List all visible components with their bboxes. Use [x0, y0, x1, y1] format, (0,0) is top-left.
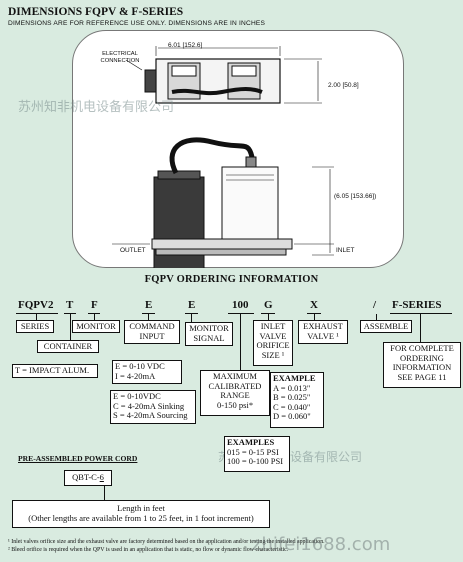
command-input-options: E = 0-10 VDC I = 4-20mA — [112, 360, 182, 384]
page-title: DIMENSIONS FQPV & F-SERIES — [8, 6, 184, 18]
top-view — [125, 46, 322, 104]
power-cord-code-prefix: QBT-C- — [72, 472, 100, 482]
power-cord-length-box: Length in feet (Other lengths are availa… — [12, 500, 270, 528]
inlet-valve-orifice-box: INLET VALVE ORIFICE SIZE ¹ — [253, 320, 293, 366]
monitor-signal-options: E = 0-10VDC C = 4-20mA Sinking S = 4-20m… — [110, 390, 196, 424]
complete-ordering-box: FOR COMPLETE ORDERING INFORMATION SEE PA… — [383, 342, 461, 388]
container-box: CONTAINER — [37, 340, 99, 353]
code-x: X — [310, 299, 318, 311]
dimension-drawing — [112, 46, 334, 268]
height-dimension: (6.05 [153.66]) — [334, 193, 377, 200]
footnote-1: ¹ Inlet valves orifice size and the exha… — [8, 539, 325, 545]
range-examples-box: EXAMPLES 015 = 0-15 PSI 100 = 0-100 PSI — [224, 436, 290, 472]
orifice-example-box: EXAMPLE A = 0.013" B = 0.025" C = 0.040"… — [270, 372, 324, 428]
code-e-command: E — [145, 299, 153, 311]
depth-dimension: 2.00 [50.8] — [328, 82, 359, 89]
orifice-example-title: EXAMPLE — [273, 373, 316, 383]
electrical-connection-label: ELECTRICAL CONNECTION — [100, 51, 140, 64]
code-100: 100 — [232, 299, 249, 311]
watermark-bottom: zhifei1688.com — [252, 534, 391, 555]
code-f: F — [91, 299, 98, 311]
power-cord-code-digit: 6 — [99, 472, 104, 482]
assemble-box: ASSEMBLE — [360, 320, 412, 333]
power-cord-code-box: QBT-C-6 — [64, 470, 112, 486]
watermark-top: 苏州知非机电设备有限公司 — [18, 100, 175, 115]
footnotes: ¹ Inlet valves orifice size and the exha… — [8, 538, 460, 554]
code-t: T — [66, 299, 74, 311]
monitor-signal-box: MONITOR SIGNAL — [185, 322, 233, 346]
outlet-label: OUTLET — [120, 247, 146, 254]
range-examples-lines: 015 = 0-15 PSI 100 = 0-100 PSI — [227, 446, 284, 466]
code-slash: / — [373, 299, 377, 311]
power-cord-heading: PRE-ASSEMBLED POWER CORD — [18, 454, 138, 463]
range-examples-title: EXAMPLES — [227, 437, 275, 447]
code-f-series: F-SERIES — [392, 299, 442, 311]
inlet-label: INLET — [336, 247, 355, 254]
footnote-2: ² Bleed orifice is required when the QPV… — [8, 547, 289, 553]
series-box: SERIES — [16, 320, 54, 333]
width-dimension: 6.01 [152.6] — [168, 42, 203, 49]
max-calibrated-range-box: MAXIMUM CALIBRATED RANGE 0-150 psi* — [200, 370, 270, 416]
code-e-monitor: E — [188, 299, 196, 311]
impact-aluminum-box: T = IMPACT ALUM. — [12, 364, 98, 378]
monitor-box: MONITOR — [72, 320, 120, 333]
page-subtitle: DIMENSIONS ARE FOR REFERENCE USE ONLY. D… — [8, 20, 266, 27]
command-input-box: COMMAND INPUT — [124, 320, 180, 344]
code-g: G — [264, 299, 273, 311]
exhaust-valve-box: EXHAUST VALVE ¹ — [298, 320, 348, 344]
ordering-title: FQPV ORDERING INFORMATION — [144, 274, 319, 285]
code-fqpv2: FQPV2 — [18, 299, 54, 311]
side-view — [112, 137, 334, 268]
orifice-example-lines: A = 0.013" B = 0.025" C = 0.040" D = 0.0… — [273, 382, 311, 421]
